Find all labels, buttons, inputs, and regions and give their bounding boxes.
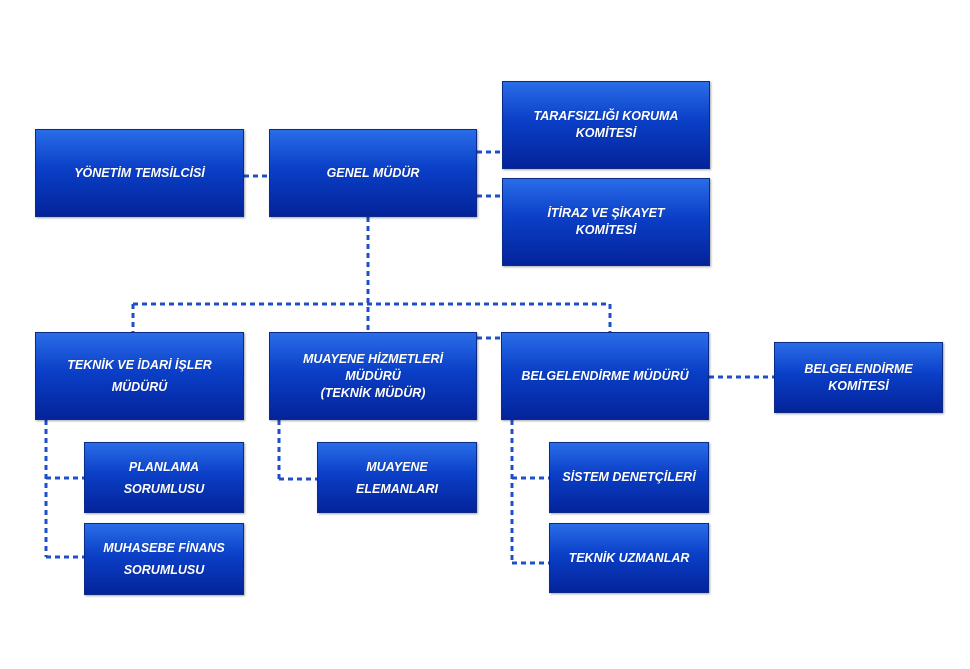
box-belgelendirme-muduru: BELGELENDİRME MÜDÜRÜ — [501, 332, 709, 420]
box-teknik-uzmanlar: TEKNİK UZMANLAR — [549, 523, 709, 593]
box-label: MUAYENE ELEMANLARI — [356, 459, 438, 496]
box-label: YÖNETİM TEMSİLCİSİ — [74, 165, 205, 180]
box-label: PLANLAMA SORUMLUSU — [123, 459, 205, 496]
box-yonetim-temsilcisi: YÖNETİM TEMSİLCİSİ — [35, 129, 244, 217]
box-muhasebe-finans-sorumlusu: MUHASEBE FİNANS SORUMLUSU — [84, 523, 244, 595]
box-label: MUAYENE HİZMETLERİ MÜDÜRÜ (TEKNİK MÜDÜR) — [302, 351, 444, 400]
box-itiraz-sikayet-komitesi: İTİRAZ VE ŞİKAYET KOMİTESİ — [502, 178, 710, 266]
box-teknik-idari-isler-muduru: TEKNİK VE İDARİ İŞLER MÜDÜRÜ — [35, 332, 244, 420]
box-label: BELGELENDİRME KOMİTESİ — [804, 361, 913, 393]
box-label: TARAFSIZLIĞI KORUMA KOMİTESİ — [533, 109, 679, 140]
box-muayene-hizmetleri-muduru: MUAYENE HİZMETLERİ MÜDÜRÜ (TEKNİK MÜDÜR) — [269, 332, 477, 420]
box-belgelendirme-komitesi: BELGELENDİRME KOMİTESİ — [774, 342, 943, 413]
box-genel-mudur: GENEL MÜDÜR — [269, 129, 477, 217]
box-sistem-denetcileri: SİSTEM DENETÇİLERİ — [549, 442, 709, 513]
box-label: MUHASEBE FİNANS SORUMLUSU — [103, 541, 225, 577]
box-label: İTİRAZ VE ŞİKAYET KOMİTESİ — [547, 206, 665, 237]
box-label: TEKNİK VE İDARİ İŞLER MÜDÜRÜ — [67, 358, 212, 394]
box-label: GENEL MÜDÜR — [326, 165, 420, 180]
box-planlama-sorumlusu: PLANLAMA SORUMLUSU — [84, 442, 244, 513]
box-label: SİSTEM DENETÇİLERİ — [562, 470, 696, 484]
box-label: BELGELENDİRME MÜDÜRÜ — [521, 368, 689, 383]
box-muayene-elemanlari: MUAYENE ELEMANLARI — [317, 442, 477, 513]
box-tarafsizligi-koruma-komitesi: TARAFSIZLIĞI KORUMA KOMİTESİ — [502, 81, 710, 169]
box-label: TEKNİK UZMANLAR — [568, 550, 690, 565]
